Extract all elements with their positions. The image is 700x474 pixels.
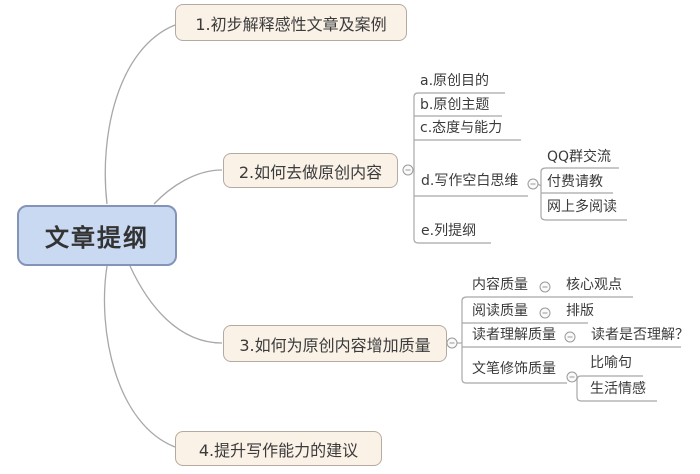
curve-root-to-branch4 (103, 265, 176, 448)
curve-root-to-branch3 (129, 265, 223, 344)
branch3-style-quality-sub-2[interactable]: 生活情感 (590, 381, 646, 397)
branch2-d-sub-1[interactable]: QQ群交流 (547, 149, 612, 165)
branch3-reading-quality-sub[interactable]: 排版 (566, 303, 594, 319)
collapse-toggle-reader-understanding[interactable] (564, 331, 576, 343)
branch2-d-sub-3[interactable]: 网上多阅读 (547, 199, 617, 215)
branch-node-2[interactable]: 2.如何去做原创内容 (223, 153, 398, 188)
collapse-toggle-content-quality[interactable] (539, 281, 551, 293)
root-node[interactable]: 文章提纲 (17, 205, 177, 266)
branch3-child-style-quality[interactable]: 文笔修饰质量 (472, 361, 556, 377)
branch3-child-content-quality[interactable]: 内容质量 (472, 277, 528, 293)
collapse-toggle-style-quality[interactable] (566, 371, 578, 383)
branch3-reader-understanding-sub[interactable]: 读者是否理解？ (591, 327, 689, 343)
collapse-toggle-branch3[interactable] (446, 337, 458, 349)
branch-node-1[interactable]: 1.初步解释感性文章及案例 (175, 4, 407, 41)
curve-root-to-branch2 (153, 169, 223, 205)
branch-node-3[interactable]: 3.如何为原创内容增加质量 (223, 325, 447, 362)
branch-node-4[interactable]: 4.提升写作能力的建议 (175, 431, 382, 466)
branch2-child-a[interactable]: a.原创目的 (420, 73, 490, 89)
collapse-toggle-branch2-d[interactable] (527, 178, 539, 190)
branch3-content-quality-sub[interactable]: 核心观点 (566, 277, 622, 293)
branch3-child-reading-quality[interactable]: 阅读质量 (472, 303, 528, 319)
curve-root-to-branch1 (104, 24, 176, 205)
branch2-child-e[interactable]: e.列提纲 (421, 223, 477, 239)
branch3-row4-children-bracket (576, 375, 657, 402)
branch3-child-reader-understanding[interactable]: 读者理解质量 (472, 327, 556, 343)
branch2-d-children-bracket (540, 167, 627, 221)
branch2-children-spine (413, 92, 505, 244)
branch2-child-d[interactable]: d.写作空白思维 (421, 173, 519, 189)
branch3-style-quality-sub-1[interactable]: 比喻句 (590, 355, 632, 371)
branch2-child-c[interactable]: c.态度与能力 (420, 120, 503, 136)
branch2-d-sub-2[interactable]: 付费请教 (547, 174, 603, 190)
branch2-child-b[interactable]: b.原创主题 (420, 97, 490, 113)
collapse-toggle-branch2[interactable] (402, 164, 414, 176)
collapse-toggle-reading-quality[interactable] (539, 307, 551, 319)
branch3-children-spine (461, 296, 633, 384)
